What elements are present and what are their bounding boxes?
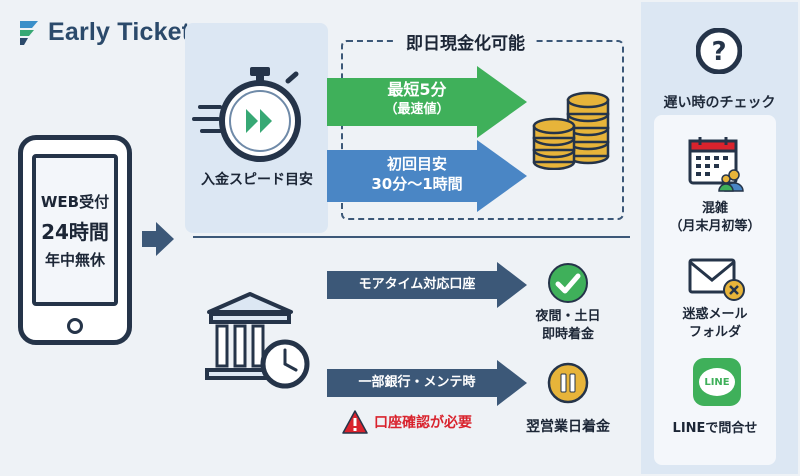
first-time-arrow: 初回目安 30分〜1時間 [327, 140, 527, 212]
web-reception-text: WEB受付 [40, 192, 110, 211]
check-item-spam: 迷惑メール フォルダ [654, 306, 776, 342]
moretime-result: 夜間・土日 即時着金 [513, 308, 623, 344]
maintenance-result: 翌営業日着金 [526, 419, 610, 435]
warning-text: 口座確認が必要 [374, 415, 472, 431]
fastest-sub: （最速値） [384, 102, 450, 117]
svg-text:?: ? [711, 37, 726, 67]
spam-line2: フォルダ [688, 325, 741, 340]
moretime-arrow: モアタイム対応口座 [327, 262, 527, 308]
spam-line1: 迷惑メール [682, 307, 748, 322]
phone-home-button [67, 318, 83, 334]
check-title: 遅い時のチェック [663, 95, 776, 111]
moretime-result-line2: 即時着金 [541, 327, 594, 342]
same-day-title: 即日現金化可能 [396, 29, 535, 54]
first-time-sub: 30分〜1時間 [371, 175, 463, 193]
check-item-congestion: 混雑 （月末月初等） [654, 200, 776, 236]
logo-icon [20, 20, 38, 45]
speed-label: 入金スピード目安 [201, 172, 313, 188]
congestion-line2: （月末月初等） [669, 219, 761, 234]
bank-clock-icon [205, 292, 310, 389]
warning-row: 口座確認が必要 [342, 410, 472, 434]
warning-icon [342, 410, 368, 434]
check-item-line[interactable]: LINEで問合せ [672, 421, 758, 436]
line-icon[interactable]: LINE [693, 358, 741, 406]
pause-coin-icon [547, 362, 589, 404]
year-round-text: 年中無休 [44, 250, 105, 269]
question-icon: ? [696, 28, 742, 74]
moretime-result-line1: 夜間・土日 [535, 309, 601, 324]
brand-name: Early Ticket [48, 18, 191, 46]
section-divider [193, 236, 630, 238]
line-bubble: LINE [699, 368, 735, 396]
maintenance-label: 一部銀行・メンテ時 [358, 375, 476, 390]
maintenance-arrow: 一部銀行・メンテ時 [327, 360, 527, 406]
congestion-line1: 混雑 [701, 201, 728, 216]
mail-icon [688, 258, 745, 301]
line-badge-text: LINE [704, 376, 730, 388]
fastest-arrow: 最短5分 （最速値） [327, 66, 527, 138]
check-circle-icon [548, 263, 588, 303]
fastest-main: 最短5分 [387, 80, 447, 99]
hours-text: 24時間 [41, 219, 109, 244]
first-time-main: 初回目安 [386, 155, 447, 173]
moretime-label: モアタイム対応口座 [358, 277, 476, 292]
calendar-icon [688, 137, 744, 192]
phone-flow-arrow [142, 222, 174, 256]
phone-screen: WEB受付 24時間 年中無休 [32, 154, 118, 306]
brand-logo[interactable]: Early Ticket [18, 18, 190, 47]
smartphone-illustration: WEB受付 24時間 年中無休 [18, 135, 132, 345]
stopwatch-icon [192, 67, 301, 162]
coins-icon [532, 91, 610, 170]
